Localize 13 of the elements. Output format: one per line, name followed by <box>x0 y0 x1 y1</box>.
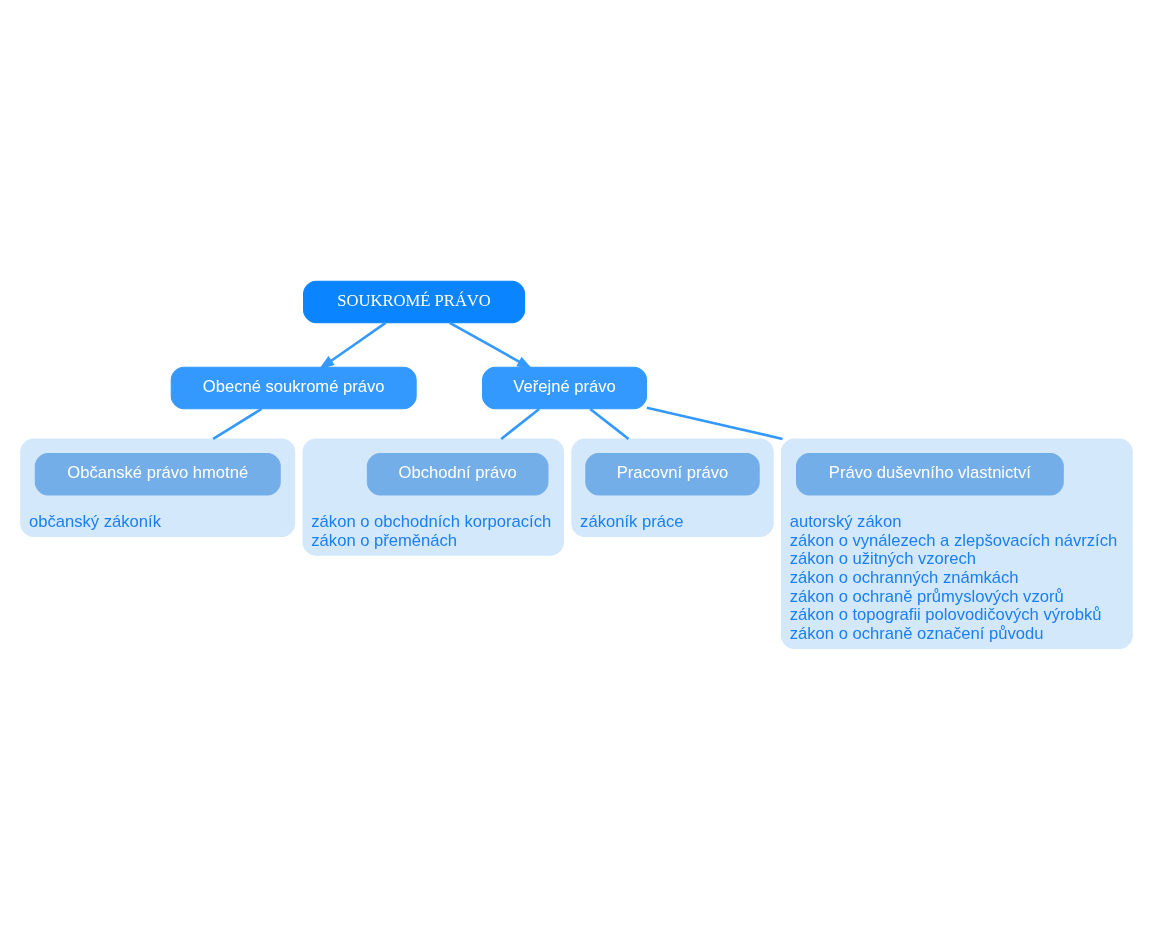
node-box: Veřejné právo <box>482 366 648 410</box>
arrow <box>318 321 387 370</box>
node-box: Občanské právo hmotné <box>34 452 281 496</box>
node-box: Obchodní právo <box>366 452 549 496</box>
connector <box>646 406 783 441</box>
connector <box>212 407 263 440</box>
arrow <box>449 321 533 370</box>
node-box: Právo duševního vlastnictví <box>796 452 1064 496</box>
node-box: Obecné soukromé právo <box>170 366 417 410</box>
node-box: Pracovní právo <box>585 452 760 496</box>
connector <box>589 408 630 440</box>
connector <box>500 408 541 440</box>
node-box: SOUKROMÉ PRÁVO <box>303 280 526 324</box>
